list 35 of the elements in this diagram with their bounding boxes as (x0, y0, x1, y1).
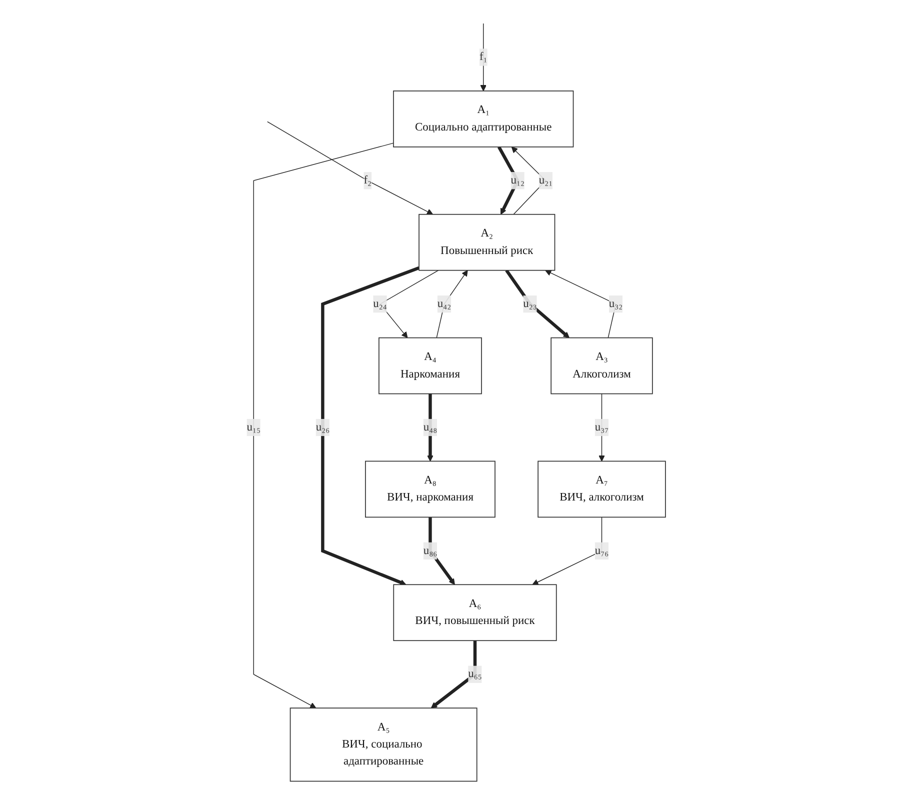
edge-label: f₂ (364, 174, 372, 186)
node-box: A₄ Наркомания (378, 337, 482, 394)
arrow (266, 121, 433, 215)
node-box: A₈ ВИЧ, наркомания (364, 460, 496, 518)
edge-label: u₁₂ (510, 174, 524, 186)
edge-label: u₈₆ (423, 544, 438, 557)
arrow (253, 142, 394, 708)
edge-label: f₁ (479, 50, 488, 63)
arrow (532, 516, 602, 585)
edge-label: u₂₁ (538, 174, 552, 186)
edge-label: u₄₈ (423, 421, 438, 434)
node-box: A₇ ВИЧ, алкоголизм (538, 460, 666, 518)
arrow (436, 270, 468, 338)
node-box: A₆ ВИЧ, повышенный риск (393, 584, 557, 642)
arrow (321, 266, 420, 586)
edge-label: u₄₂ (437, 298, 452, 310)
node-box: A₅ ВИЧ, социально адаптированные (290, 708, 478, 782)
edge-label: u₂₄ (373, 298, 387, 310)
edge-label: u₂₆ (316, 421, 330, 434)
arrow (598, 393, 605, 462)
arrow (544, 270, 616, 338)
arrow (505, 269, 570, 338)
edge-label: u₃₂ (608, 298, 623, 310)
edge-label: u₁₅ (246, 421, 260, 434)
edge-label: u₂₃ (523, 298, 537, 310)
arrow (426, 394, 434, 462)
edge-label: u₃₇ (594, 421, 609, 434)
node-box: A₁ Социально адаптированные (392, 90, 574, 148)
arrow (428, 517, 455, 585)
arrow (480, 23, 486, 92)
arrow (430, 640, 477, 708)
edge-label: u₇₆ (594, 544, 609, 557)
edge-label: u₆₅ (468, 668, 482, 680)
node-box: A₃ Алкоголизм (550, 337, 653, 394)
node-box: A₂ Повышенный риск (418, 214, 556, 271)
